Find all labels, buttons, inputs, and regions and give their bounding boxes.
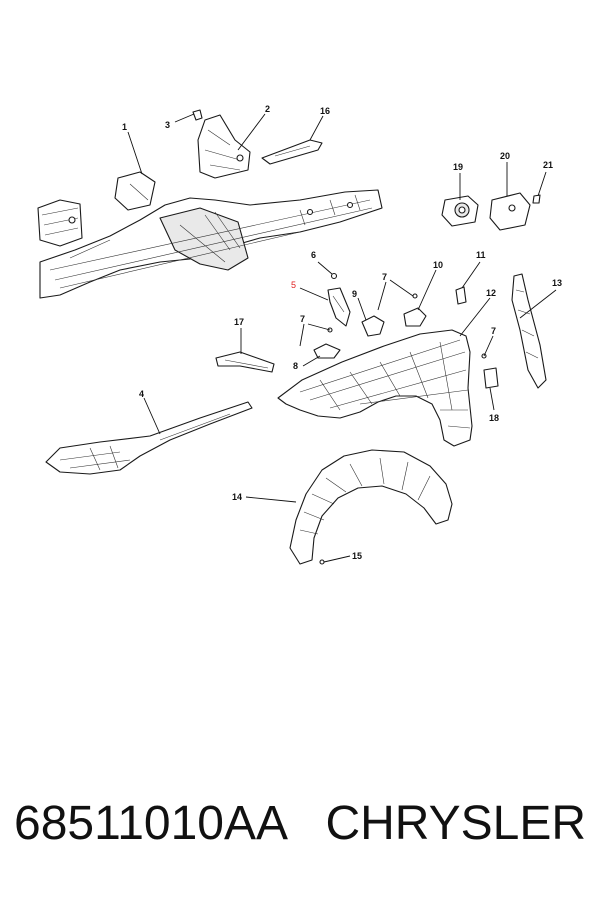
part-13-seal[interactable] — [511, 273, 547, 389]
callout-6: 6 — [311, 250, 316, 260]
part-19-connector[interactable] — [441, 195, 479, 227]
part-6-fastener[interactable] — [330, 272, 338, 280]
callout-20: 20 — [500, 151, 510, 161]
part-11-clip[interactable] — [455, 286, 467, 305]
callout-2: 2 — [265, 104, 270, 114]
brand-name: CHRYSLER — [325, 797, 586, 850]
callout-10: 10 — [433, 260, 443, 270]
part-20-cap[interactable] — [489, 192, 531, 231]
callout-3: 3 — [165, 120, 170, 130]
part-5-bracket[interactable] — [327, 287, 351, 327]
callout-7-b: 7 — [300, 314, 305, 324]
part-2-bracket[interactable] — [197, 114, 251, 179]
callout-9: 9 — [352, 289, 357, 299]
callout-16: 16 — [320, 106, 330, 116]
part-17-trim[interactable] — [215, 351, 275, 373]
callout-1: 1 — [122, 122, 127, 132]
part-21-screw[interactable] — [532, 194, 541, 204]
callout-19: 19 — [453, 162, 463, 172]
part-12-fender[interactable] — [277, 329, 473, 447]
part-7-fastener-a[interactable] — [412, 293, 418, 299]
callout-8: 8 — [293, 361, 298, 371]
part-3-clip[interactable] — [192, 109, 203, 121]
footer: 68511010AA CHRYSLER — [0, 796, 600, 866]
callout-labels: 1 2 3 4 5 6 7 7 7 8 9 10 11 12 13 14 15 … — [122, 104, 562, 561]
callout-21: 21 — [543, 160, 553, 170]
part-8-bracket[interactable] — [313, 343, 341, 359]
callout-7-a: 7 — [382, 272, 387, 282]
part-10-bracket[interactable] — [403, 307, 427, 327]
exploded-parts-diagram: 1 2 3 4 5 6 7 7 7 8 9 10 11 12 13 14 15 … — [37, 104, 562, 565]
callout-4: 4 — [139, 389, 144, 399]
part-4-shield[interactable] — [45, 401, 253, 475]
part-15-fastener[interactable] — [319, 559, 325, 565]
callout-15: 15 — [352, 551, 362, 561]
part-14-wheelhouse-liner[interactable] — [289, 449, 453, 565]
part-16-strip[interactable] — [261, 139, 323, 165]
part-18-clip[interactable] — [483, 367, 499, 389]
callout-7-c: 7 — [491, 326, 496, 336]
callout-5: 5 — [291, 280, 296, 290]
part-number: 68511010AA — [14, 797, 289, 850]
part-9-bracket[interactable] — [361, 315, 385, 337]
part-1-frame-rail[interactable] — [37, 171, 383, 299]
callout-17: 17 — [234, 317, 244, 327]
callout-11: 11 — [476, 250, 486, 260]
callout-14: 14 — [232, 492, 242, 502]
callout-12: 12 — [486, 288, 496, 298]
callout-13: 13 — [552, 278, 562, 288]
callout-18: 18 — [489, 413, 499, 423]
leader-lines — [127, 113, 557, 563]
